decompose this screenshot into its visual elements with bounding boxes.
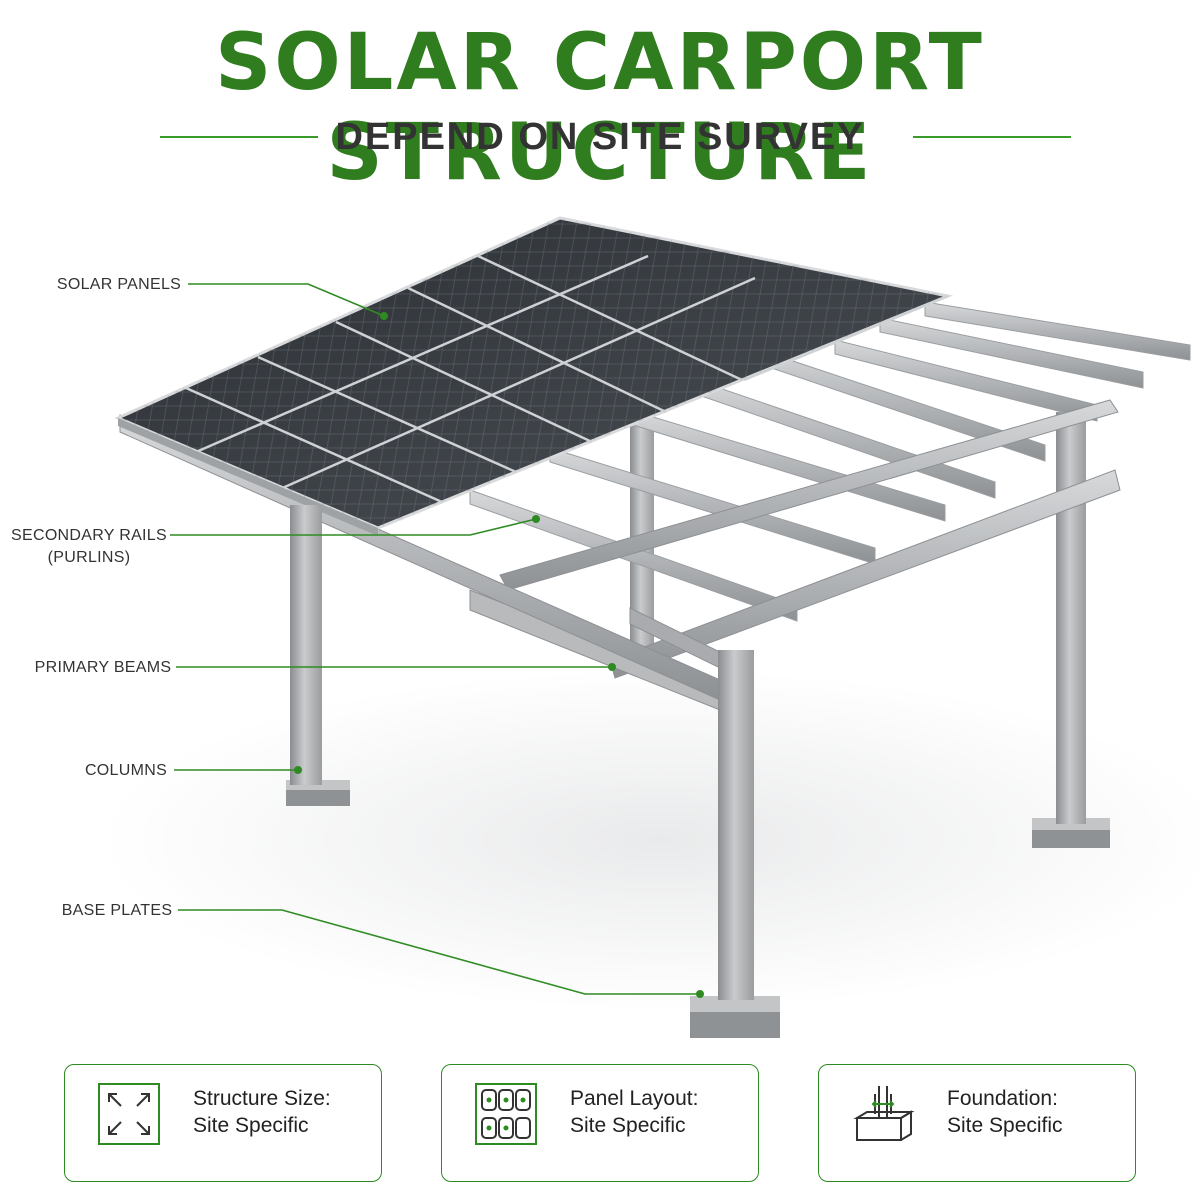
panel-grid-icon [475, 1083, 537, 1145]
card-line2: Site Specific [947, 1114, 1063, 1137]
leader-lines [170, 283, 700, 995]
label-base-plates: BASE PLATES [61, 902, 173, 919]
card-line1: Panel Layout: [570, 1087, 699, 1110]
back-column-right [1032, 412, 1110, 848]
info-card-structure-size: Structure Size: Site Specific [64, 1064, 382, 1182]
leader-base-plates [178, 909, 700, 995]
page-subtitle: DEPEND ON SITE SURVEY [335, 116, 865, 158]
info-card-panel-layout: Panel Layout: Site Specific [441, 1064, 759, 1182]
subtitle-rule-right [913, 136, 1071, 138]
card-line2: Site Specific [193, 1114, 309, 1137]
subtitle-row: DEPEND ON SITE SURVEY [0, 112, 1200, 162]
card-text: Structure Size: Site Specific [193, 1085, 331, 1139]
info-card-foundation: Foundation: Site Specific [818, 1064, 1136, 1182]
card-line2: Site Specific [570, 1114, 686, 1137]
label-primary-beams: PRIMARY BEAMS [34, 659, 172, 676]
label-secondary-rails-line1: SECONDARY RAILS [11, 527, 167, 544]
label-secondary-rails-line2: (PURLINS) [47, 549, 131, 566]
leader-secondary-rails [170, 518, 537, 536]
expand-arrows-icon [98, 1083, 160, 1145]
card-line1: Structure Size: [193, 1087, 331, 1110]
label-columns: COLUMNS [84, 762, 168, 779]
leader-dots [294, 312, 704, 998]
card-text: Foundation: Site Specific [947, 1085, 1063, 1139]
leader-solar-panels [188, 283, 385, 317]
label-secondary-rails: SECONDARY RAILS (PURLINS) [8, 525, 170, 569]
front-column-left [286, 505, 350, 806]
front-column-right [690, 650, 780, 1038]
card-line1: Foundation: [947, 1087, 1058, 1110]
floor-shadow [100, 670, 1200, 1010]
page-title: SOLAR CARPORT STRUCTURE [215, 18, 985, 198]
foundation-anchor-icon [853, 1086, 915, 1141]
label-solar-panels: SOLAR PANELS [56, 276, 182, 293]
card-text: Panel Layout: Site Specific [570, 1085, 698, 1139]
subtitle-rule-left [160, 136, 318, 138]
